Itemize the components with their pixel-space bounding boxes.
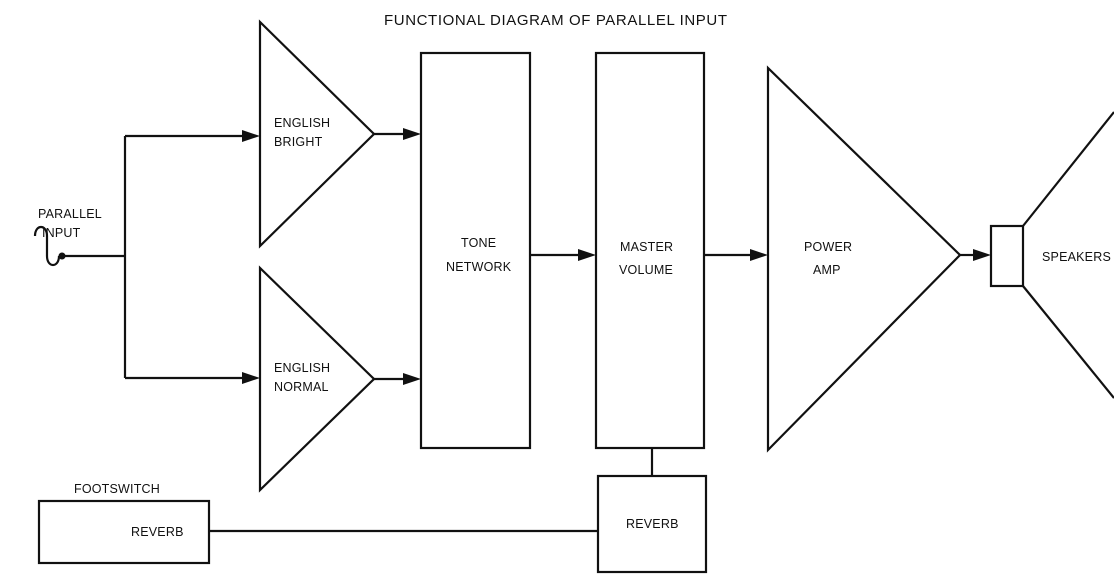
speaker-cone-top — [1022, 111, 1114, 227]
amp-out-arrow — [973, 249, 991, 261]
tone-out-arrow — [578, 249, 596, 261]
footswitch-block — [37, 499, 211, 565]
master-volume-label-1: MASTER — [620, 240, 673, 254]
master-volume-block — [594, 51, 706, 450]
footswitch-reverb-label: REVERB — [131, 525, 184, 539]
footswitch-title: FOOTSWITCH — [74, 482, 160, 496]
master-volume-label-2: VOLUME — [619, 263, 673, 277]
english-bright-amp — [258, 19, 376, 249]
power-amp-label-1: POWER — [804, 240, 852, 254]
english-normal-label-2: NORMAL — [274, 380, 329, 394]
bright-feed-arrow — [242, 130, 260, 142]
reverb-label: REVERB — [626, 517, 679, 531]
master-out-arrow — [750, 249, 768, 261]
speaker-cone-bottom — [1022, 285, 1114, 399]
reverb-block — [596, 474, 708, 574]
diagram-title: FUNCTIONAL DIAGRAM OF PARALLEL INPUT — [384, 12, 728, 29]
power-amp-label-2: AMP — [813, 263, 841, 277]
english-bright-label-2: BRIGHT — [274, 135, 323, 149]
normal-feed-arrow — [242, 372, 260, 384]
parallel-input-label-2: INPUT — [42, 226, 81, 240]
speakers-label: SPEAKERS — [1042, 250, 1111, 264]
normal-out-arrow — [403, 373, 421, 385]
bright-out-arrow — [403, 128, 421, 140]
power-amp — [766, 65, 962, 453]
parallel-input-label-1: PARALLEL — [38, 207, 102, 221]
tone-network-label-1: TONE — [461, 236, 496, 250]
english-bright-label-1: ENGLISH — [274, 116, 330, 130]
input-jack-icon — [33, 225, 61, 267]
english-normal-label-1: ENGLISH — [274, 361, 330, 375]
tone-network-label-2: NETWORK — [446, 260, 512, 274]
english-normal-amp — [258, 265, 376, 493]
tone-network-block — [419, 51, 532, 450]
speaker-magnet — [989, 224, 1025, 288]
